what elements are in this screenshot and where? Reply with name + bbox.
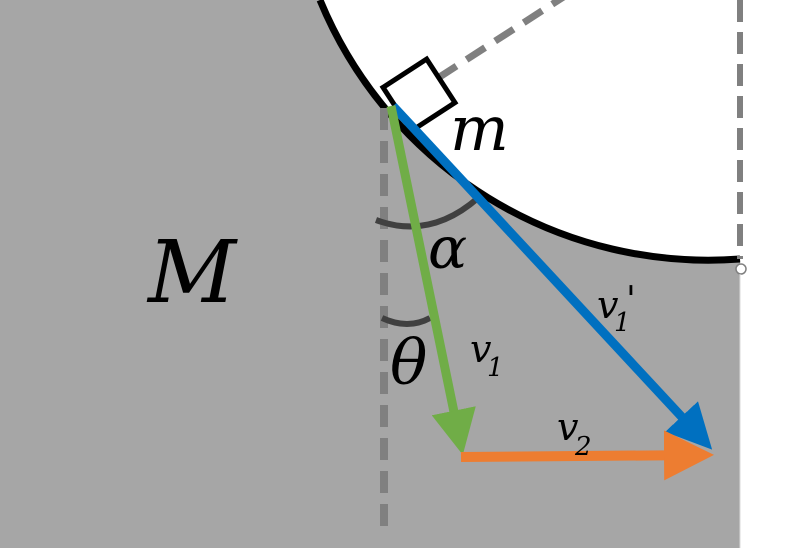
- label-v1p-subscript: 1: [614, 308, 631, 338]
- block-M: [0, 0, 740, 548]
- label-v1: v 1: [470, 327, 504, 383]
- endpoint-marker: [735, 263, 747, 275]
- v1-arrow: [386, 105, 476, 455]
- v1-prime-arrow: [389, 102, 713, 450]
- label-m: m: [450, 92, 509, 165]
- label-alpha: α: [428, 214, 467, 282]
- radius-dashed-line: [436, 0, 566, 81]
- label-v2: v 2: [557, 405, 592, 462]
- label-M: M: [146, 223, 238, 323]
- label-v2-subscript: 2: [574, 432, 592, 462]
- label-v1-subscript: 1: [487, 353, 504, 383]
- label-v1p-prime: ': [626, 280, 636, 321]
- label-v1-prime: v 1 ': [597, 280, 636, 338]
- label-v1p-symbol: v: [597, 283, 619, 327]
- label-theta: θ: [390, 326, 427, 399]
- alpha-angle-arc: [374, 195, 480, 230]
- v2-arrow: [460, 430, 714, 481]
- theta-angle-arc: [380, 315, 432, 327]
- label-v1-symbol: v: [470, 327, 492, 371]
- curved-surface: [316, 0, 741, 264]
- label-v2-symbol: v: [557, 405, 579, 449]
